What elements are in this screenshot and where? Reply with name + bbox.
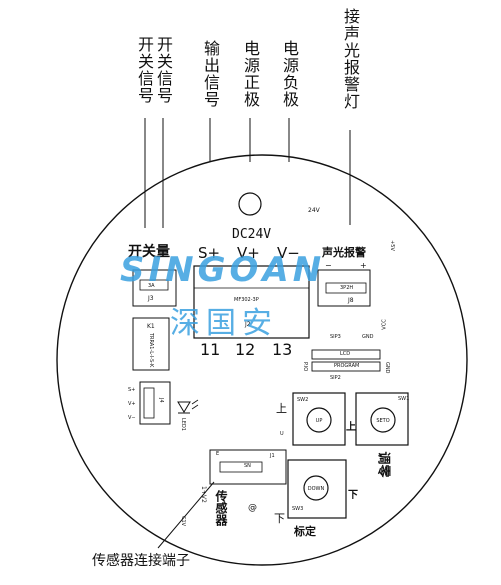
j8-connector	[317, 269, 371, 307]
alarm-label: 声光报警	[322, 246, 366, 259]
sw1-knob	[370, 407, 396, 433]
j3-connector	[132, 269, 177, 307]
gnd-label: GND	[362, 334, 374, 340]
j1-label: J1	[270, 453, 275, 459]
label-sensor-terminal: 传感器连接端子	[92, 553, 190, 569]
j4-v-minus: V−	[128, 415, 136, 421]
gnd2-label: GND	[384, 362, 390, 374]
label-switch-signal-1: 开关信号	[135, 36, 154, 104]
up-label: UP	[315, 418, 323, 424]
sw1-button	[355, 392, 409, 446]
watermark-en: SINGOAN	[120, 250, 326, 290]
sw1-label: SW1	[398, 396, 410, 402]
r1-label: 1+V2	[200, 486, 207, 503]
sn-inner	[219, 461, 263, 473]
sw2-button	[292, 392, 346, 446]
program-label: PROGRAM	[334, 363, 360, 369]
j4-label: J4	[158, 398, 164, 403]
j4-s-plus: S+	[128, 387, 136, 393]
vcc-label: VCC	[381, 319, 388, 330]
xia-label-2: 下	[274, 512, 285, 525]
lcd-strip	[311, 349, 381, 360]
seto-label: SETO	[376, 418, 390, 424]
v-minus-label: V−	[277, 244, 300, 262]
sw3-button	[287, 459, 347, 519]
lcd-label: LCD	[340, 351, 351, 357]
sw2-knob	[306, 407, 332, 433]
pin-12: 12	[235, 340, 256, 359]
label-switch-signal-2: 开关信号	[154, 36, 173, 104]
j2-part-label: MF302-3P	[234, 297, 259, 303]
plus5v-label: +5V	[388, 240, 395, 251]
xia-label-1: 下	[348, 490, 358, 501]
at-mark: @	[248, 503, 257, 513]
label-power-negative: 电源负极	[280, 40, 299, 108]
sn-connector	[209, 449, 287, 485]
label-alarm-light: 接声光报警灯	[341, 8, 360, 110]
led-label: LED1	[180, 418, 186, 431]
sip3-label: SIP3	[330, 334, 341, 340]
sw3-knob	[303, 475, 329, 501]
c1v-label: C1V	[180, 516, 186, 527]
pio-label: P.IO	[302, 362, 308, 372]
u-mark: U	[280, 431, 284, 437]
j3-label: J3	[148, 295, 154, 302]
dc24v-label: DC24V	[232, 227, 272, 242]
pin-13: 13	[272, 340, 293, 359]
j2-label: J2	[245, 321, 251, 328]
e-mark: E	[216, 451, 220, 457]
j4-v-plus: V+	[128, 401, 136, 407]
sn-label: SN	[244, 463, 251, 469]
sip2-label: SIP2	[330, 375, 341, 381]
relay-label: TRRA1-L-I-S-K	[148, 333, 154, 368]
j8-plus: +	[360, 261, 367, 270]
tiao-ling-label: 调零	[375, 451, 391, 478]
led-ray-1	[191, 399, 199, 405]
led-symbol	[177, 401, 191, 413]
sensor-board-label: 传感器	[214, 490, 228, 526]
s-plus-label: S+	[198, 244, 221, 262]
leader-sensor	[157, 481, 215, 549]
j3-part-label: 3A	[148, 283, 155, 289]
j8-part-label: 3P2H	[340, 285, 354, 291]
shang-label-1: 上	[276, 402, 287, 415]
sw2-label: SW2	[297, 397, 309, 403]
watermark-cn: 深国安	[170, 306, 278, 341]
shang-label-2: 上	[346, 422, 356, 433]
k1-relay	[132, 317, 170, 371]
label-output-signal: 输出信号	[201, 40, 220, 108]
sw3-label: SW3	[292, 506, 304, 512]
j8-label: J8	[348, 297, 354, 304]
pin-11: 11	[200, 340, 221, 359]
j4-inner	[143, 387, 155, 419]
led-ray-2	[191, 404, 199, 410]
k1-label: K1	[147, 323, 155, 330]
label-power-positive: 电源正极	[241, 40, 260, 108]
biao-ding-label: 标定	[294, 525, 316, 538]
j2-connector	[193, 265, 310, 339]
j8-minus: −	[325, 261, 332, 270]
board-outline	[56, 154, 468, 566]
program-strip	[311, 361, 381, 372]
v24-label: 24V	[308, 207, 320, 214]
j4-connector	[139, 381, 171, 425]
j8-inner	[325, 282, 367, 294]
v-plus-label: V+	[237, 244, 260, 262]
switch-amount-label: 开关量	[128, 244, 170, 260]
mounting-hole	[238, 192, 262, 216]
down-label: DOWN	[307, 486, 325, 492]
j3-inner	[139, 279, 169, 291]
